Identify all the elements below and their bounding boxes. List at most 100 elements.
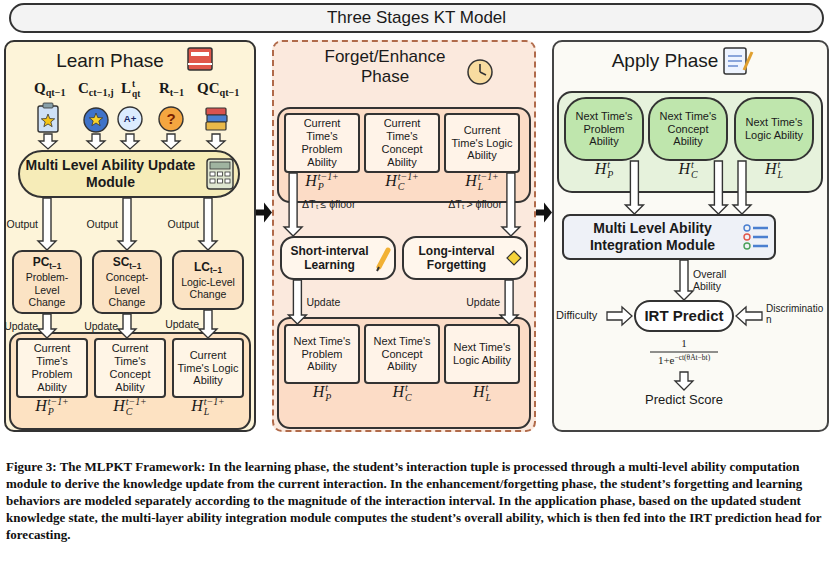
edge-label: Output <box>6 218 38 230</box>
superscript: t <box>405 383 412 393</box>
text-label: Next Time's Logic Ability <box>453 341 511 366</box>
text-line: Multi Level Ability Integration Module <box>567 220 738 253</box>
text-line: Forget/Enhance Phase <box>315 47 455 87</box>
text-label: L <box>121 80 131 96</box>
clock-icon <box>468 60 492 84</box>
ability-box: Next Time's Logic AbilityHtL <box>444 324 520 384</box>
text-block: Next Time's Logic Ability <box>449 341 515 367</box>
text-block: PCt−1Problem-Level Change <box>17 255 77 308</box>
subscript: qt <box>132 90 140 100</box>
text-block: Multi Level Ability Update Module <box>23 157 198 190</box>
connector-arrow <box>502 173 520 236</box>
edge-label: Overall Ability <box>693 268 749 292</box>
diamond-icon <box>506 250 522 266</box>
text-label: H <box>392 383 404 400</box>
text-label: Next Time's Logic Ability <box>745 116 803 141</box>
text-label: ? <box>166 110 175 127</box>
text-line: IRT Predict <box>639 307 729 325</box>
text-line: Current Time's Concept Ability <box>99 342 161 394</box>
ability-symbol: Ht−1+P <box>286 172 358 193</box>
text-label: Q <box>34 80 46 96</box>
ability-symbol: Ht−1+L <box>174 397 242 418</box>
text-label: Current Time's Problem Ability <box>302 117 343 168</box>
book-icon <box>188 48 212 70</box>
text-label: QC <box>197 80 220 96</box>
text-label: H <box>305 172 317 189</box>
superscript: t <box>486 383 492 393</box>
text-label: H <box>765 160 777 177</box>
text-label: H <box>385 172 397 189</box>
text-block: Next Time's Problem Ability <box>289 335 355 374</box>
group-frame <box>10 333 250 429</box>
edge-label: Output <box>86 218 118 230</box>
text-label: Predict Score <box>645 392 723 407</box>
text-line: PCt−1 <box>17 255 77 271</box>
calculator-icon <box>206 158 234 190</box>
ability-symbol: HtC <box>366 383 438 404</box>
change-box: PCt−1Problem-Level Change <box>12 250 82 314</box>
text-line: Next Time's Logic Ability <box>739 116 809 142</box>
subscript: P <box>607 170 613 180</box>
title-bar <box>10 4 823 32</box>
text-label: Predict Score <box>644 393 724 407</box>
text-line: Next Time's Concept Ability <box>653 110 723 149</box>
superscript: t <box>132 80 140 90</box>
ability-box: Current Time's Problem AbilityHt−1+P <box>16 338 88 398</box>
ability-symbol: HtP <box>286 383 358 404</box>
text-label: Next Time's Problem Ability <box>293 335 350 373</box>
text-label: Discrimination <box>766 303 823 325</box>
math-scripts: t−1+L <box>478 172 499 193</box>
text-label: Difficulty <box>556 309 597 321</box>
text-block: Next Time's Problem Ability <box>569 110 639 149</box>
text-label: R <box>159 80 170 96</box>
subscript: C <box>691 170 698 180</box>
subscript: t−1 <box>170 87 184 98</box>
text-label: Logic-Level Change <box>181 276 235 300</box>
superscript: t−1+ <box>204 397 225 407</box>
text-label: Next Time's Concept Ability <box>373 335 430 373</box>
text-label: Next Time's Concept Ability <box>659 110 716 148</box>
question-icon <box>38 103 58 132</box>
text-label: H <box>595 160 607 177</box>
text-line: Current Time's Problem Ability <box>21 342 83 394</box>
text-line: Current Time's Concept Ability <box>369 117 435 169</box>
text-block: LCt−1Logic-Level Change <box>177 260 239 301</box>
input-arrows <box>39 134 225 149</box>
text-block: Multi Level Ability Integration Module <box>567 220 738 253</box>
ability-box: Current Time's Logic AbilityHt−1+L <box>172 338 244 398</box>
text-label: H <box>678 160 690 177</box>
text-line: SCt−1 <box>97 255 157 271</box>
text-label: H <box>313 383 325 400</box>
text-line: Multi Level Ability Update Module <box>23 157 198 190</box>
text-label: H <box>35 397 47 414</box>
group-frame <box>278 318 530 428</box>
text-line: Learn Phase <box>40 50 180 72</box>
text-label: A+ <box>124 113 136 124</box>
panel-fill <box>552 40 829 432</box>
superscript: t−1+ <box>48 397 69 407</box>
text-label: QCqt−1 <box>197 80 239 98</box>
connector-arrow <box>118 198 136 250</box>
ability-box: Next Time's Concept AbilityHtC <box>364 324 440 384</box>
input-arrow <box>607 307 632 325</box>
superscript: t <box>325 383 331 393</box>
connector-arrow <box>38 314 56 338</box>
text-block: Current Time's Logic Ability <box>177 349 239 388</box>
ability-oval: Next Time's Logic AbilityHtL <box>734 97 814 161</box>
text-label: LC <box>194 260 210 274</box>
input-arrow <box>736 307 762 325</box>
phase-panel: Forget/Enhance PhaseCurrent Time's Probl… <box>272 40 536 432</box>
stack-icon <box>206 108 227 130</box>
text-label: Current Time's Concept Ability <box>110 342 151 393</box>
ability-symbol: Ht−1+C <box>366 172 438 193</box>
text-label: A+ <box>116 114 144 124</box>
subscript: L <box>204 407 225 417</box>
text-label: Ltqt <box>121 80 140 100</box>
text-label: Current Time's Logic Ability <box>452 124 513 162</box>
connector-arrow <box>118 314 136 338</box>
math-scripts: tqt <box>132 80 140 100</box>
text-label: Problem-Level Change <box>26 271 69 308</box>
superscript: t <box>691 160 698 170</box>
connector-arrow <box>733 161 751 214</box>
